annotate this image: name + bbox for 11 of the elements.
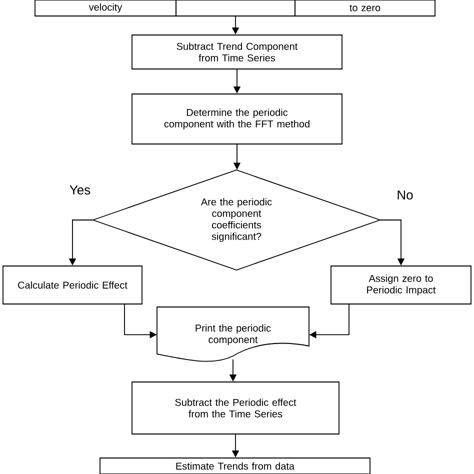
table-cell: velocity bbox=[34, 0, 176, 16]
process-box: Assign zero to Periodic Impact bbox=[330, 266, 472, 304]
table-cell: Estimate Trends from data bbox=[100, 458, 370, 474]
process-box: Subtract the Periodic effect from the Time Series bbox=[132, 382, 340, 434]
empty-cell bbox=[176, 0, 296, 16]
process-box: Determine the periodic component with the FFT method bbox=[132, 94, 342, 144]
table-cell: to zero bbox=[294, 0, 436, 16]
edge-label: Yes bbox=[68, 184, 92, 196]
edge-label: No bbox=[396, 189, 414, 201]
process-box: Subtract Trend Component from Time Series bbox=[132, 34, 342, 70]
process-box: Calculate Periodic Effect bbox=[2, 266, 142, 304]
